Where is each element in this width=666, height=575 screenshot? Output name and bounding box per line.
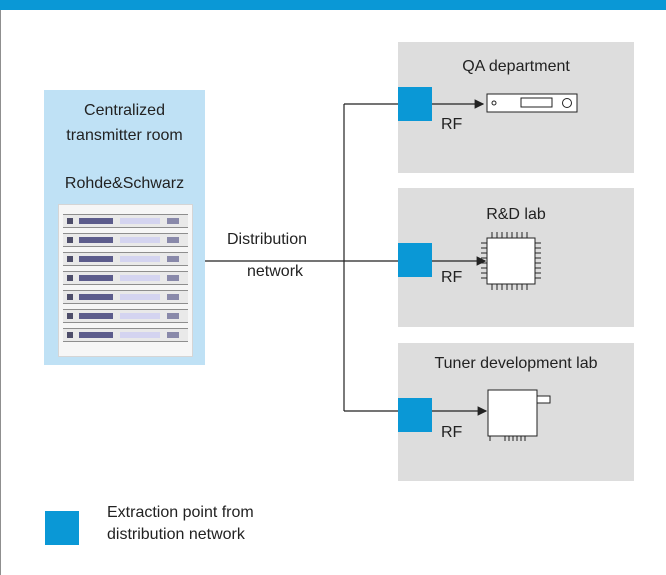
receiver-device-icon bbox=[486, 93, 578, 113]
legend-extraction-square bbox=[45, 511, 79, 545]
rd-extraction-point bbox=[398, 243, 432, 277]
rack-unit bbox=[63, 309, 188, 323]
rack-unit bbox=[63, 271, 188, 285]
distribution-label: Distribution bbox=[227, 231, 308, 248]
legend-text: Extraction point from distribution netwo… bbox=[107, 504, 254, 543]
qa-department-label: QA department bbox=[462, 58, 570, 75]
rack-unit bbox=[63, 214, 188, 228]
rd-lab-label: R&D lab bbox=[486, 206, 546, 223]
tuner-rf-label: RF bbox=[441, 424, 463, 441]
transmitter-room-brand: Rohde&Schwarz bbox=[64, 175, 185, 192]
tuner-module-icon bbox=[487, 389, 551, 441]
tuner-extraction-point bbox=[398, 398, 432, 432]
rack-unit bbox=[63, 290, 188, 304]
tuner-lab-label: Tuner development lab bbox=[434, 355, 598, 372]
rd-rf-label: RF bbox=[441, 269, 463, 286]
rack-unit bbox=[63, 233, 188, 247]
top-accent-bar bbox=[0, 0, 666, 10]
network-label: network bbox=[247, 263, 304, 280]
qa-extraction-point bbox=[398, 87, 432, 121]
rack-unit bbox=[63, 328, 188, 342]
rack-unit bbox=[63, 252, 188, 266]
transmitter-room-title: Centralized transmitter room bbox=[66, 102, 183, 144]
transmitter-rack-icon bbox=[58, 204, 193, 357]
qa-rf-label: RF bbox=[441, 116, 463, 133]
transmitter-room-panel: Centralized transmitter room Rohde&Schwa… bbox=[44, 90, 205, 365]
chip-icon bbox=[481, 232, 541, 290]
left-border-line bbox=[0, 10, 1, 575]
